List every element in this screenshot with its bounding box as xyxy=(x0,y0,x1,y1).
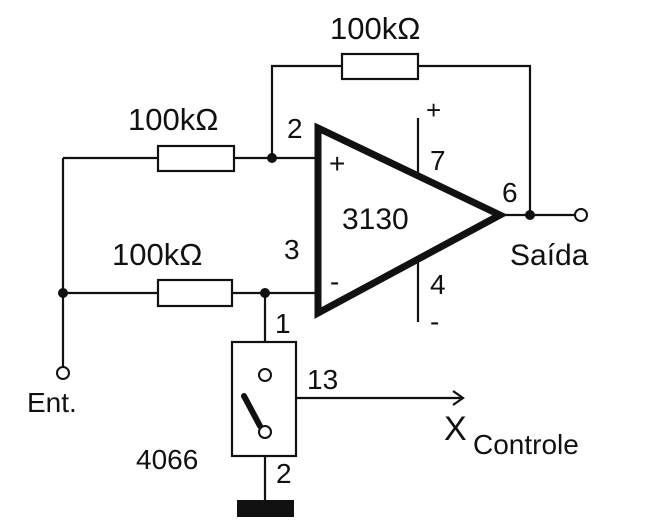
control-arrow xyxy=(452,390,465,406)
junction-feedback-node xyxy=(267,153,277,163)
terminal-input xyxy=(56,366,70,380)
label-resistor-input-plus: 100kΩ xyxy=(128,102,218,137)
label-input-terminal: Ent. xyxy=(27,387,77,418)
label-control-symbol: X xyxy=(444,410,467,448)
opamp-pin-supply-neg: 4 xyxy=(430,269,446,300)
wire-feedback xyxy=(270,64,532,215)
terminal-output xyxy=(574,208,588,222)
switch-name: 4066 xyxy=(136,444,198,475)
junction-minus-node xyxy=(260,288,270,298)
label-resistor-input-minus: 100kΩ xyxy=(112,237,202,272)
switch-blade xyxy=(241,393,263,429)
resistor-input-minus xyxy=(156,278,234,308)
opamp-sign-supply-pos: + xyxy=(426,95,441,125)
opamp-pin-output: 6 xyxy=(502,177,518,208)
switch-contact-bottom xyxy=(258,425,272,439)
opamp-name: 3130 xyxy=(342,203,409,236)
resistor-feedback xyxy=(340,52,420,81)
junction-output-node xyxy=(525,210,535,220)
ground-bar xyxy=(237,500,294,517)
opamp-triangle xyxy=(314,122,508,319)
label-control: Controle xyxy=(473,429,579,460)
label-output-terminal: Saída xyxy=(510,239,589,272)
opamp-pin-supply-pos: 7 xyxy=(430,145,446,176)
switch-pin-bottom: 2 xyxy=(276,458,292,489)
opamp-sign-supply-neg: - xyxy=(430,306,439,337)
opamp-sign-plus-input: + xyxy=(329,148,345,179)
label-resistor-feedback: 100kΩ xyxy=(330,11,420,46)
resistor-input-plus xyxy=(156,144,236,173)
switch-contact-top xyxy=(258,368,272,382)
junction-input-node xyxy=(58,288,68,298)
opamp-sign-minus-input: - xyxy=(330,266,339,297)
switch-pin-control: 13 xyxy=(307,364,338,395)
opamp-pin-plus-input: 2 xyxy=(287,113,303,144)
switch-pin-top: 1 xyxy=(275,308,291,339)
opamp-pin-minus-input: 3 xyxy=(284,234,300,265)
